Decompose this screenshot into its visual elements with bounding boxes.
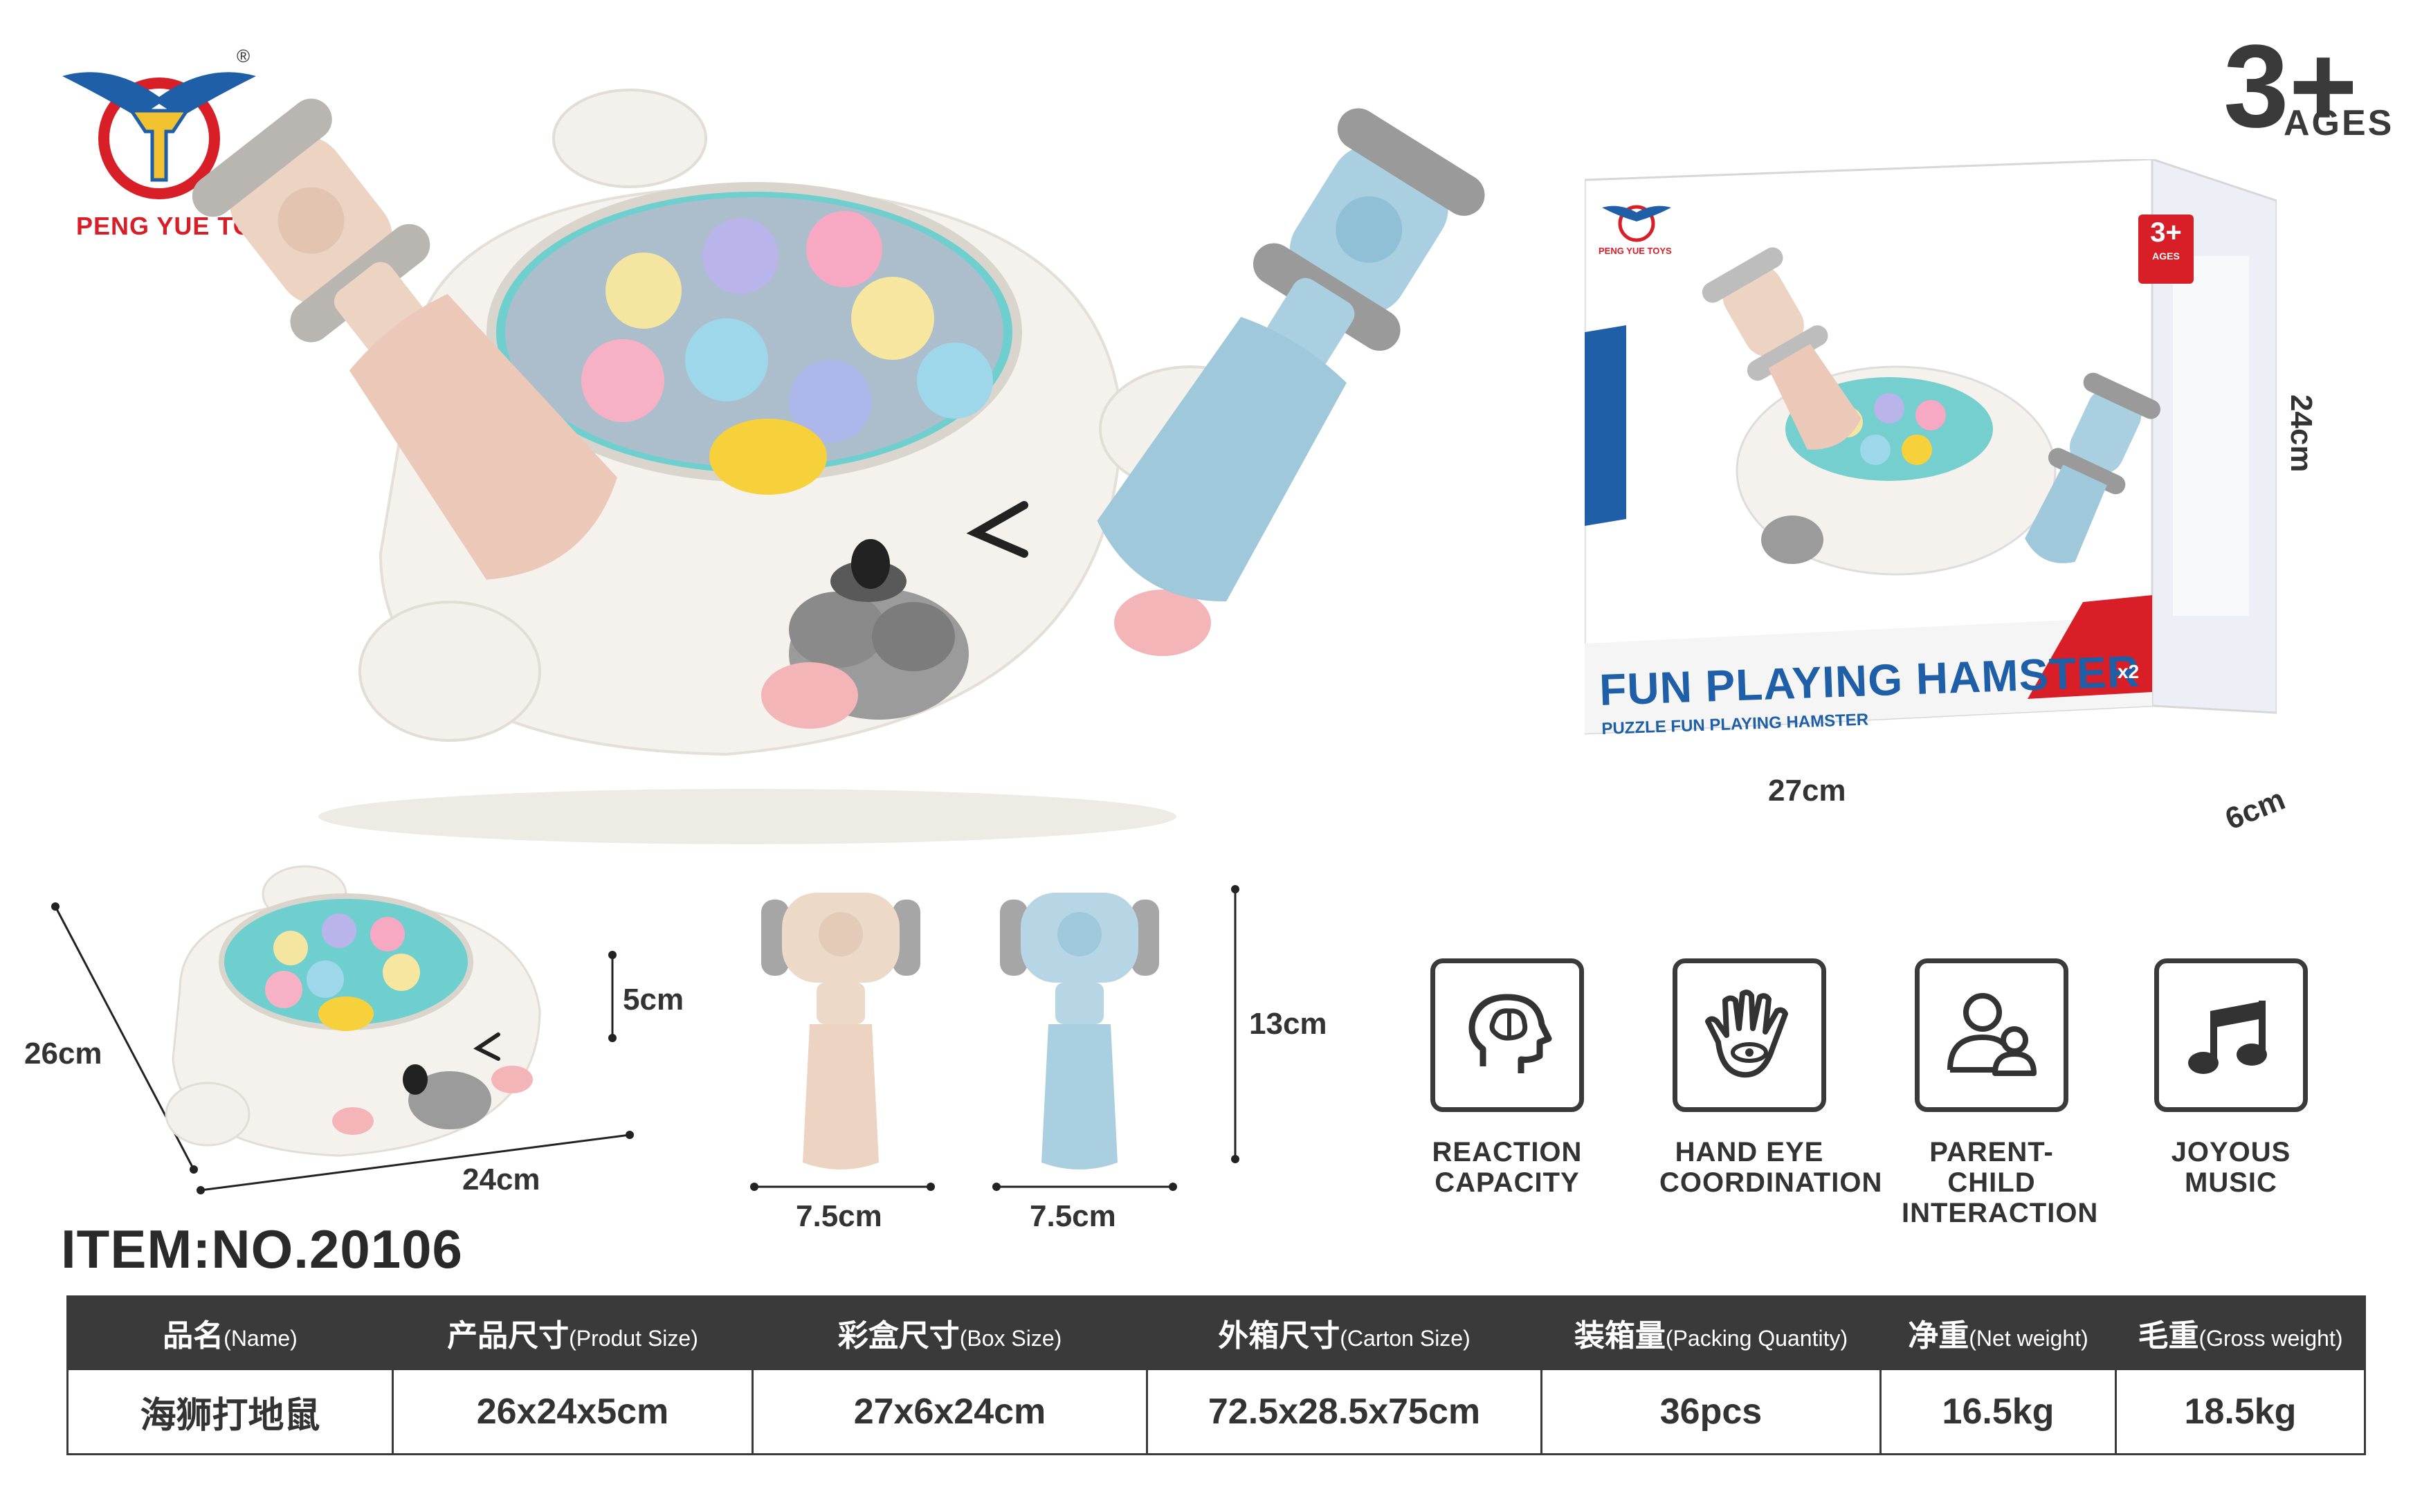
spec-table: 品名(Name) 产品尺寸(Produt Size) 彩盒尺寸(Box Size… [66,1295,2366,1455]
spec-cell-gross-weight: 18.5kg [2115,1368,2366,1455]
feature-icon-box [2154,958,2308,1112]
package-logo-icon [1602,205,1671,242]
spec-header-box-size: 彩盒尺寸(Box Size) [752,1295,1148,1370]
toy-width-label: 24cm [462,1163,540,1196]
feature-label-line1: JOYOUS [2171,1137,2291,1167]
package-width-label: 27cm [1768,774,1846,808]
svg-text:®: ® [237,48,250,66]
feature-label-line1: PARENT-CHILD [1929,1137,2054,1198]
spec-cell-packing-quantity: 36pcs [1540,1368,1882,1455]
package-brand-logo [1599,197,1675,246]
item-number: ITEM:NO.20106 [61,1219,463,1279]
hammer-dimension-diagram [750,885,1239,1191]
blue-hammer-small [1000,893,1159,1169]
spec-header-gross-weight: 毛重(Gross weight) [2115,1295,2366,1370]
package-depth-label: 6cm [2220,782,2290,837]
hammer2-width-label: 7.5cm [1030,1199,1116,1233]
brain-head-icon [1468,994,1552,1073]
package-age-badge: 3+ AGES [2138,215,2194,284]
toy-height-label: 5cm [623,983,684,1017]
feature-label-line2: COORDINATION [1659,1167,1883,1198]
hand-eye-icon [1705,990,1788,1078]
parent-child-icon [1947,993,2037,1076]
table-row: 海狮打地鼠 26x24x5cm 27x6x24cm 72.5x28.5x75cm… [66,1368,2366,1455]
feature-hand-eye-coordination: HAND EYE COORDINATION [1659,958,1883,1198]
package-hammer-count: x2 [2118,661,2140,682]
spec-cell-net-weight: 16.5kg [1879,1368,2117,1455]
package-box-art [1585,159,2277,735]
package-age-number: 3+ [2150,217,2182,248]
age-badge-label: AGES [2284,103,2394,143]
spec-header-name: 品名(Name) [66,1295,394,1370]
main-toy-illustration [192,89,1485,844]
feature-label-line2: MUSIC [2185,1167,2277,1198]
spec-cell-box-size: 27x6x24cm [752,1368,1148,1455]
spec-header-product-size: 产品尺寸(Produt Size) [392,1295,754,1370]
beige-hammer-small [761,893,920,1169]
feature-joyous-music: JOYOUS MUSIC [2141,958,2321,1198]
feature-label-line1: REACTION [1432,1137,1583,1167]
beige-hammer [192,98,617,580]
feature-parent-child-interaction: PARENT-CHILD INTERACTION [1902,958,2099,1228]
toy-depth-label: 26cm [24,1037,102,1071]
spec-cell-product-size: 26x24x5cm [392,1368,754,1455]
hammer-length-label: 13cm [1249,1007,1327,1041]
seal-toy-body [318,89,1282,844]
package-brand-name: PENG YUE TOYS [1599,246,1672,256]
package-box: PENG YUE TOYS 3+ AGES FUN PLAYING HAMSTE… [1585,159,2277,747]
music-note-icon [2188,1001,2267,1074]
package-age-label: AGES [2152,251,2180,262]
spec-cell-name: 海狮打地鼠 [66,1368,394,1455]
feature-label-line2: INTERACTION [1902,1198,2099,1228]
brand-logo: ® [55,46,263,215]
hammer1-width-label: 7.5cm [796,1199,882,1233]
spec-table-header-row: 品名(Name) 产品尺寸(Produt Size) 彩盒尺寸(Box Size… [66,1295,2366,1370]
feature-label-line1: HAND EYE [1675,1137,1824,1167]
spec-header-net-weight: 净重(Net weight) [1879,1295,2117,1370]
spec-header-carton-size: 外箱尺寸(Carton Size) [1146,1295,1542,1370]
feature-label-line2: CAPACITY [1435,1167,1580,1198]
age-badge-number: 3+ [2223,21,2358,152]
spec-cell-carton-size: 72.5x28.5x75cm [1146,1368,1542,1455]
feature-icon-box [1673,958,1826,1112]
feature-icon-box [1430,958,1584,1112]
feature-reaction-capacity: REACTION CAPACITY [1417,958,1597,1198]
feature-icon-box [1915,958,2068,1112]
peng-yue-logo-icon: ® [62,46,256,199]
small-toy-dimension-diagram [51,865,634,1194]
spec-header-packing-quantity: 装箱量(Packing Quantity) [1540,1295,1882,1370]
package-height-label: 24cm [2284,394,2318,473]
blue-hammer [1097,108,1485,602]
